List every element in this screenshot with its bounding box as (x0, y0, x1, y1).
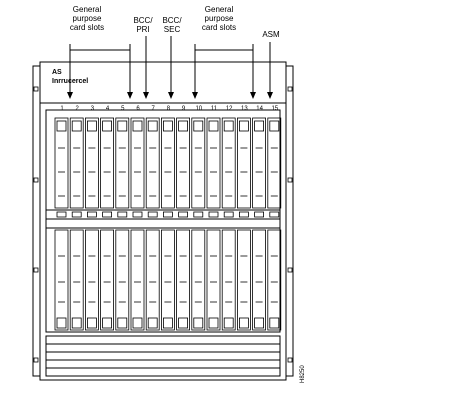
fan-tray (45, 335, 281, 377)
brand-name: Inrrucercel (52, 78, 88, 85)
card-slot-14 (252, 117, 267, 331)
card-slot-3 (85, 117, 99, 331)
card-slot-2 (69, 117, 84, 331)
slot-number-12: 12 (226, 106, 233, 112)
card-slot-1 (54, 117, 69, 331)
slot-number-10: 10 (195, 106, 202, 112)
left-rail (32, 65, 41, 377)
card-slot-5 (115, 117, 130, 331)
slot-number-9: 9 (182, 106, 186, 112)
callout-bcc-pri: BCC/ PRI (133, 16, 153, 34)
slot-number-3: 3 (91, 106, 95, 112)
card-slot-6 (130, 117, 145, 331)
card-slot-12 (221, 117, 236, 331)
slot-number-2: 2 (76, 106, 80, 112)
callout-general-purpose-left: General purpose card slots (69, 5, 105, 32)
slot-number-7: 7 (152, 106, 156, 112)
card-slot-4 (100, 117, 114, 331)
arrow-slot-6 (127, 92, 133, 99)
slot-number-15: 15 (271, 106, 278, 112)
slot-number-14: 14 (256, 106, 263, 112)
callout-general-purpose-right: General purpose card slots (201, 5, 237, 32)
slot-number-13: 13 (241, 106, 248, 112)
card-slot-11 (206, 117, 221, 331)
arrow-slot-7 (143, 92, 149, 99)
slot-number-4: 4 (106, 106, 110, 112)
slot-number-5: 5 (121, 106, 125, 112)
chassis-inner-frame (45, 109, 281, 333)
leader-general-left (69, 44, 131, 51)
slot-number-8: 8 (167, 106, 171, 112)
card-slot-10 (191, 117, 206, 331)
card-slot-8 (160, 117, 175, 331)
slot-number-11: 11 (211, 106, 218, 112)
card-slot-7 (145, 117, 160, 331)
leader-general-right (194, 44, 254, 51)
right-rail (285, 65, 294, 377)
callout-bcc-sec: BCC/ SEC (162, 16, 182, 34)
arrow-slot-9 (192, 92, 198, 99)
arrow-slot-8 (168, 92, 174, 99)
figure-id: H8250 (300, 365, 306, 383)
card-slot-9 (176, 117, 191, 331)
slot-number-6: 6 (136, 106, 140, 112)
arrow-slot-15 (267, 92, 273, 99)
slot-number-1: 1 (60, 106, 64, 112)
callout-asm: ASM (262, 30, 280, 39)
card-slot-13 (236, 117, 251, 331)
arrow-slot-14 (250, 92, 256, 99)
brand-mark: AS (52, 69, 62, 76)
arrow-slot-1 (67, 92, 73, 99)
card-slot-15 (267, 117, 282, 331)
